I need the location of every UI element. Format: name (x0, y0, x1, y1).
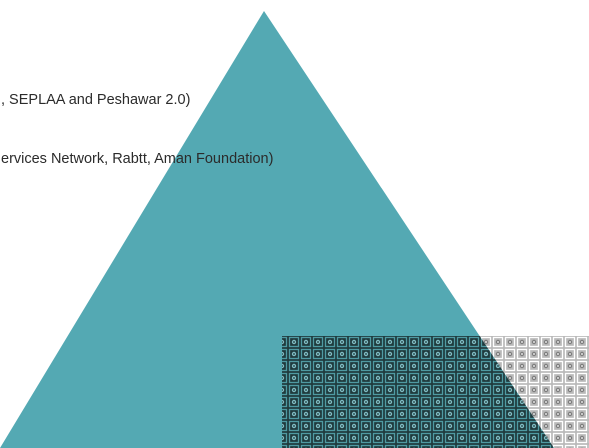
body-text-line-1: , SEPLAA and Peshawar 2.0) (1, 92, 191, 108)
body-text-line-2: ervices Network, Rabtt, Aman Foundation) (1, 151, 274, 167)
